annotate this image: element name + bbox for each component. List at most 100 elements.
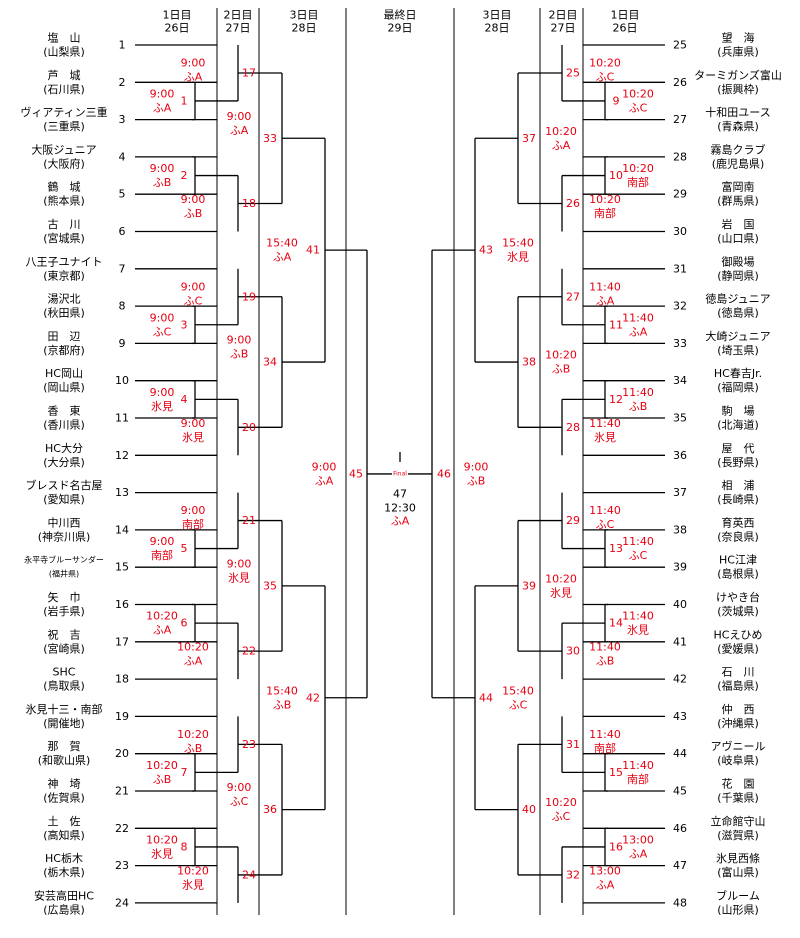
match-number: 34: [263, 356, 277, 369]
team-pref: (山梨県): [43, 45, 85, 59]
team-pref: (大阪府): [43, 156, 85, 170]
match-venue: ふB: [273, 698, 292, 711]
team-name: 永平寺ブルーサンダー: [24, 555, 104, 565]
match-venue: 氷見: [182, 878, 204, 891]
match-time: 10:20: [146, 610, 178, 623]
match-number: 1: [181, 94, 188, 107]
match-venue: ふC: [184, 294, 203, 307]
match-time: 15:40: [502, 684, 534, 697]
team-pref: (愛知県): [43, 492, 85, 506]
team-number: 3: [119, 113, 126, 126]
team-name: 十和田ユース: [705, 105, 770, 119]
match-number: 23: [242, 738, 256, 751]
team-pref: (東京都): [43, 268, 85, 282]
match-number: 3: [181, 318, 188, 331]
team-name: 八王子ユナイト: [26, 255, 103, 268]
team-pref: (高知県): [43, 828, 85, 842]
team-number: 7: [119, 262, 126, 275]
match-time: 11:40: [622, 311, 654, 324]
match-time: 9:00: [227, 110, 252, 123]
team-number: 39: [673, 561, 687, 574]
team-name: 安芸高田HC: [34, 888, 94, 902]
match-venue: ふA: [596, 294, 615, 307]
match-time: 9:00: [464, 460, 489, 473]
team-name: 屋 代: [722, 442, 755, 455]
team-pref: (大分県): [43, 455, 85, 469]
match-time: 9:00: [150, 87, 175, 100]
team-pref: (山形県): [717, 903, 759, 916]
match-number: 38: [522, 356, 536, 369]
team-pref: (栃木県): [43, 865, 85, 879]
team-number: 27: [673, 113, 687, 126]
match-venue: ふC: [596, 518, 615, 531]
team-pref: (熊本県): [43, 194, 85, 208]
match-venue: 氷見: [182, 431, 204, 444]
team-name: 湯沢北: [48, 292, 81, 306]
match-venue: ふC: [629, 101, 648, 114]
team-pref: (岐阜県): [717, 754, 759, 767]
team-pref: (岡山県): [43, 381, 85, 394]
match-time: 9:00: [181, 280, 206, 293]
team-number: 31: [673, 262, 687, 275]
match-time: 10:20: [622, 162, 654, 175]
match-venue: ふA: [153, 101, 172, 114]
match-time: 10:20: [177, 641, 209, 654]
team-number: 37: [673, 486, 687, 499]
match-time: 10:20: [146, 833, 178, 846]
match-number: 43: [479, 244, 493, 257]
match-time: 11:40: [622, 610, 654, 623]
match-venue: ふB: [184, 207, 203, 220]
team-number: 1: [119, 39, 126, 52]
header-day: 3日目: [483, 9, 512, 22]
team-pref: (鳥取県): [43, 679, 85, 693]
bracket-lines: [135, 8, 665, 915]
match-time: 9:00: [150, 311, 175, 324]
team-pref: (沖縄県): [717, 716, 759, 730]
team-pref: (鹿児島県): [712, 156, 765, 170]
team-number: 48: [673, 896, 687, 909]
team-name: 古 川: [48, 218, 81, 231]
team-number: 32: [673, 300, 687, 313]
team-name: HC大分: [45, 441, 83, 455]
header-date: 28日: [292, 22, 317, 35]
header-date: 29日: [388, 22, 413, 35]
team-number: 44: [673, 747, 687, 760]
match-number: 28: [566, 421, 580, 434]
match-time: 9:00: [181, 193, 206, 206]
team-name: 相 浦: [722, 479, 755, 492]
team-number: 40: [673, 598, 687, 611]
team-pref: (岩手県): [43, 604, 85, 618]
team-number: 16: [115, 598, 129, 611]
match-number: 45: [349, 467, 363, 480]
team-number: 35: [673, 412, 687, 425]
match-number: 21: [242, 514, 256, 527]
team-pref: (宮崎県): [43, 641, 85, 655]
team-pref: (徳島県): [717, 306, 759, 320]
team-name: 石 川: [722, 666, 755, 679]
match-venue: ふA: [273, 251, 292, 264]
match-number: 13: [609, 542, 623, 555]
team-number: 25: [673, 39, 687, 52]
team-pref: (秋田県): [43, 306, 85, 320]
team-pref: (山口県): [717, 232, 759, 245]
match-time: 10:20: [545, 125, 577, 138]
team-name: HC栃木: [45, 851, 83, 865]
match-time: 10:20: [589, 193, 621, 206]
final-label: Final: [393, 470, 407, 477]
team-name: ブレスド名古屋: [26, 478, 103, 492]
team-name: 土 佐: [48, 814, 81, 828]
match-venue: 氷見: [151, 400, 173, 413]
team-pref: (神奈川県): [38, 529, 91, 543]
team-number: 26: [673, 76, 687, 89]
match-time: 11:40: [589, 504, 621, 517]
header-day: 最終日: [384, 8, 417, 22]
team-pref: (茨城県): [717, 604, 759, 618]
match-venue: ふA: [153, 624, 172, 637]
header-day: 2日目: [549, 9, 578, 22]
match-number: 41: [306, 244, 320, 257]
team-pref: (石川県): [43, 83, 85, 96]
match-venue: ふA: [230, 124, 249, 137]
team-pref: (埼玉県): [717, 343, 759, 357]
team-name: ターミガンズ富山: [694, 68, 782, 82]
team-name: 霧島クラブ: [711, 142, 766, 156]
